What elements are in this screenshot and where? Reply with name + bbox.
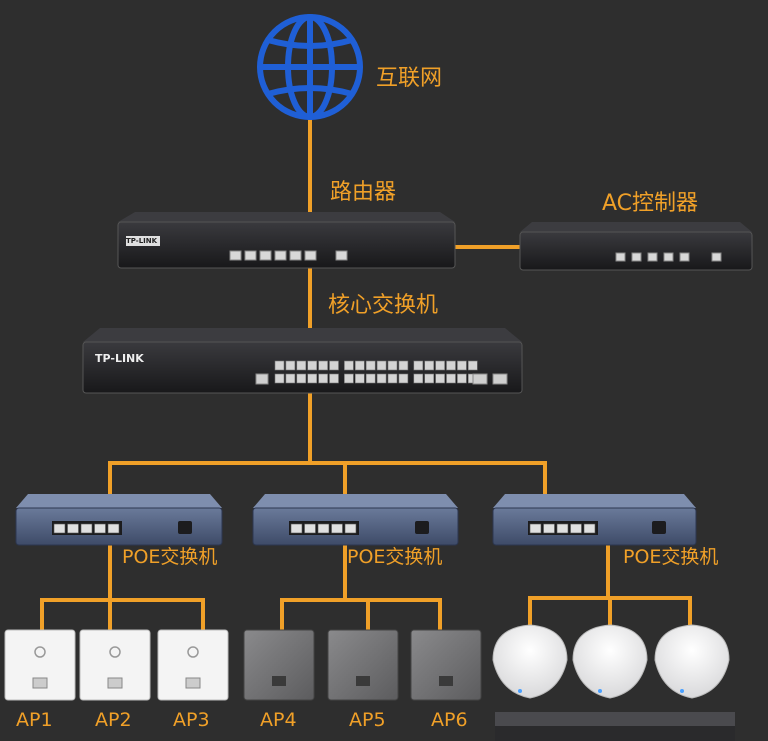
ethernet-port-icon bbox=[80, 523, 93, 534]
ethernet-port-icon bbox=[387, 373, 398, 384]
link-poe2-aps bbox=[280, 598, 442, 630]
label-ac-controller: AC控制器 bbox=[602, 191, 699, 216]
ethernet-port-icon bbox=[307, 360, 318, 371]
ethernet-port-icon bbox=[317, 523, 330, 534]
ethernet-port-icon bbox=[570, 523, 582, 534]
ethernet-port-icon bbox=[304, 523, 316, 534]
label-poe-switch-1: POE交换机 bbox=[122, 546, 218, 568]
label-ap1: AP1 bbox=[16, 709, 53, 731]
ethernet-port-icon bbox=[556, 523, 569, 534]
label-ap2: AP2 bbox=[95, 709, 132, 731]
ethernet-port-icon bbox=[344, 523, 357, 534]
ethernet-port-icon bbox=[344, 360, 354, 371]
ap-ceiling-2 bbox=[572, 624, 648, 699]
ethernet-port-icon bbox=[107, 523, 120, 534]
router-device bbox=[117, 212, 456, 269]
ethernet-port-icon bbox=[583, 523, 596, 534]
ethernet-port-icon bbox=[274, 360, 285, 371]
ethernet-port-icon bbox=[296, 373, 307, 384]
ethernet-port-icon bbox=[424, 373, 435, 384]
ethernet-port-icon bbox=[290, 523, 303, 534]
ethernet-port-icon bbox=[446, 360, 456, 371]
ethernet-port-icon bbox=[307, 373, 318, 384]
ap-panel-white-1 bbox=[4, 629, 76, 701]
label-ap5: AP5 bbox=[349, 709, 386, 731]
ethernet-port-icon bbox=[329, 373, 339, 384]
label-poe-switch-3: POE交换机 bbox=[623, 546, 719, 568]
ethernet-port-icon bbox=[398, 373, 409, 384]
ethernet-port-icon bbox=[398, 360, 409, 371]
ethernet-port-icon bbox=[67, 523, 79, 534]
label-internet: 互联网 bbox=[376, 66, 443, 91]
ethernet-port-icon bbox=[529, 523, 542, 534]
ap-panel-white-3 bbox=[157, 629, 229, 701]
ethernet-port-icon bbox=[285, 373, 296, 384]
connection-lines bbox=[40, 115, 692, 630]
label-ap4: AP4 bbox=[260, 709, 297, 731]
ethernet-port-icon bbox=[457, 373, 467, 384]
ethernet-port-icon bbox=[467, 360, 478, 371]
label-ap3: AP3 bbox=[173, 709, 210, 731]
ethernet-port-icon bbox=[354, 373, 365, 384]
ap-panel-gray-5 bbox=[327, 629, 399, 701]
ethernet-port-icon bbox=[285, 360, 296, 371]
label-poe-switch-2: POE交换机 bbox=[347, 546, 443, 568]
ethernet-port-icon bbox=[331, 523, 343, 534]
ethernet-port-icon bbox=[274, 373, 285, 384]
ethernet-port-icon bbox=[446, 373, 456, 384]
ethernet-port-icon bbox=[318, 373, 328, 384]
ap-panel-white-2 bbox=[79, 629, 151, 701]
core-switch-device bbox=[82, 328, 523, 394]
ethernet-port-icon bbox=[329, 360, 339, 371]
ethernet-port-icon bbox=[543, 523, 555, 534]
core-switch-ports bbox=[274, 360, 478, 384]
ethernet-port-icon bbox=[365, 373, 376, 384]
power-socket-icon bbox=[178, 521, 192, 534]
ethernet-port-icon bbox=[424, 360, 435, 371]
poe-switch-1 bbox=[15, 494, 223, 546]
link-poe1-aps bbox=[40, 598, 205, 630]
link-core-poe-bus bbox=[108, 461, 547, 496]
router-brand-logo: TP-LINK bbox=[126, 237, 158, 245]
poe-switch-3 bbox=[492, 494, 697, 546]
poe-switch-2 bbox=[252, 494, 459, 546]
core-switch-brand-logo: TP-LINK bbox=[95, 352, 144, 365]
label-router: 路由器 bbox=[330, 180, 397, 205]
ethernet-port-icon bbox=[387, 360, 398, 371]
ethernet-port-icon bbox=[435, 373, 445, 384]
label-ap6: AP6 bbox=[431, 709, 468, 731]
ethernet-port-icon bbox=[376, 360, 387, 371]
ethernet-port-icon bbox=[354, 360, 365, 371]
ethernet-port-icon bbox=[53, 523, 66, 534]
ethernet-port-icon bbox=[457, 360, 467, 371]
ethernet-port-icon bbox=[413, 360, 424, 371]
ap-panel-gray-4 bbox=[243, 629, 315, 701]
ethernet-port-icon bbox=[413, 373, 424, 384]
power-socket-icon bbox=[415, 521, 429, 534]
ethernet-port-icon bbox=[344, 373, 354, 384]
ethernet-port-icon bbox=[376, 373, 387, 384]
ethernet-port-icon bbox=[94, 523, 106, 534]
ethernet-port-icon bbox=[296, 360, 307, 371]
ethernet-port-icon bbox=[318, 360, 328, 371]
bottom-rack-strip bbox=[495, 712, 735, 741]
ethernet-port-icon bbox=[365, 360, 376, 371]
globe-icon bbox=[257, 14, 363, 120]
ac-controller-device bbox=[519, 222, 753, 271]
label-core-switch: 核心交换机 bbox=[328, 293, 439, 318]
ethernet-port-icon bbox=[435, 360, 445, 371]
ap-panel-gray-6 bbox=[410, 629, 482, 701]
router-ports bbox=[229, 250, 348, 261]
ap-ceiling-3 bbox=[654, 624, 730, 699]
power-socket-icon bbox=[652, 521, 666, 534]
ap-ceiling-1 bbox=[492, 624, 568, 699]
